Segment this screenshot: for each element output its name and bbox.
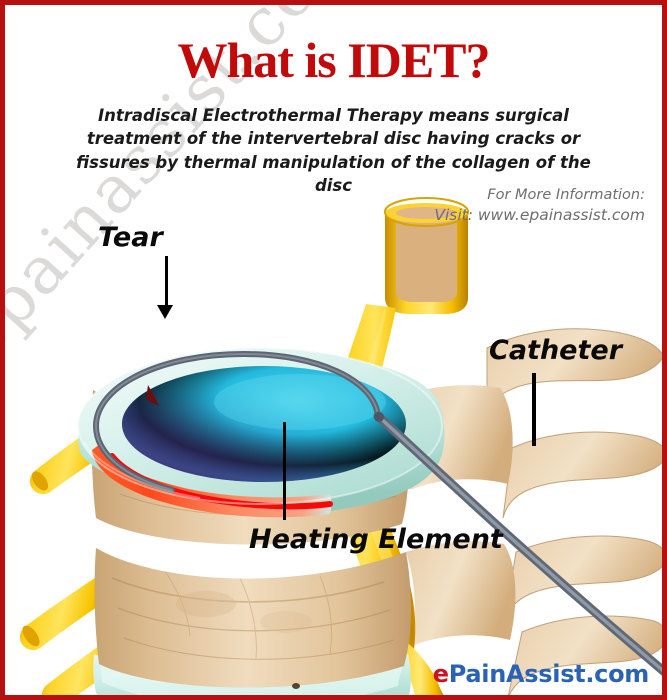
leader-line-tear (165, 256, 168, 311)
vertebral-body-middle (94, 548, 412, 688)
pedicle-lower (406, 541, 516, 646)
more-information-line2: Visit: www.epainassist.com (434, 206, 645, 224)
leader-line-catheter (532, 373, 536, 446)
page-title: What is IDET? (177, 32, 490, 88)
more-information-line1: For More Information: (487, 187, 645, 203)
label-heating-element: Heating Element (249, 524, 503, 555)
page-subtitle: Intradiscal Electrothermal Therapy means… (76, 106, 591, 196)
heating-element-band (92, 444, 332, 518)
arrow-down-icon (157, 305, 173, 319)
more-information: For More Information: Visit: www.epainas… (300, 185, 645, 226)
logo-name: PainAssist (448, 660, 586, 688)
spinous-processes (486, 328, 667, 700)
logo-prefix: e (432, 660, 449, 688)
spine-illustration (0, 180, 667, 700)
label-catheter: Catheter (489, 335, 623, 366)
spinal-cord (383, 196, 470, 314)
leader-line-heating-element (283, 422, 286, 520)
epainassist-logo[interactable]: ePainAssist.com (432, 660, 650, 688)
annular-tear (146, 385, 159, 406)
logo-suffix: .com (585, 660, 649, 688)
label-tear: Tear (98, 222, 163, 253)
catheter-shaft (373, 411, 667, 679)
